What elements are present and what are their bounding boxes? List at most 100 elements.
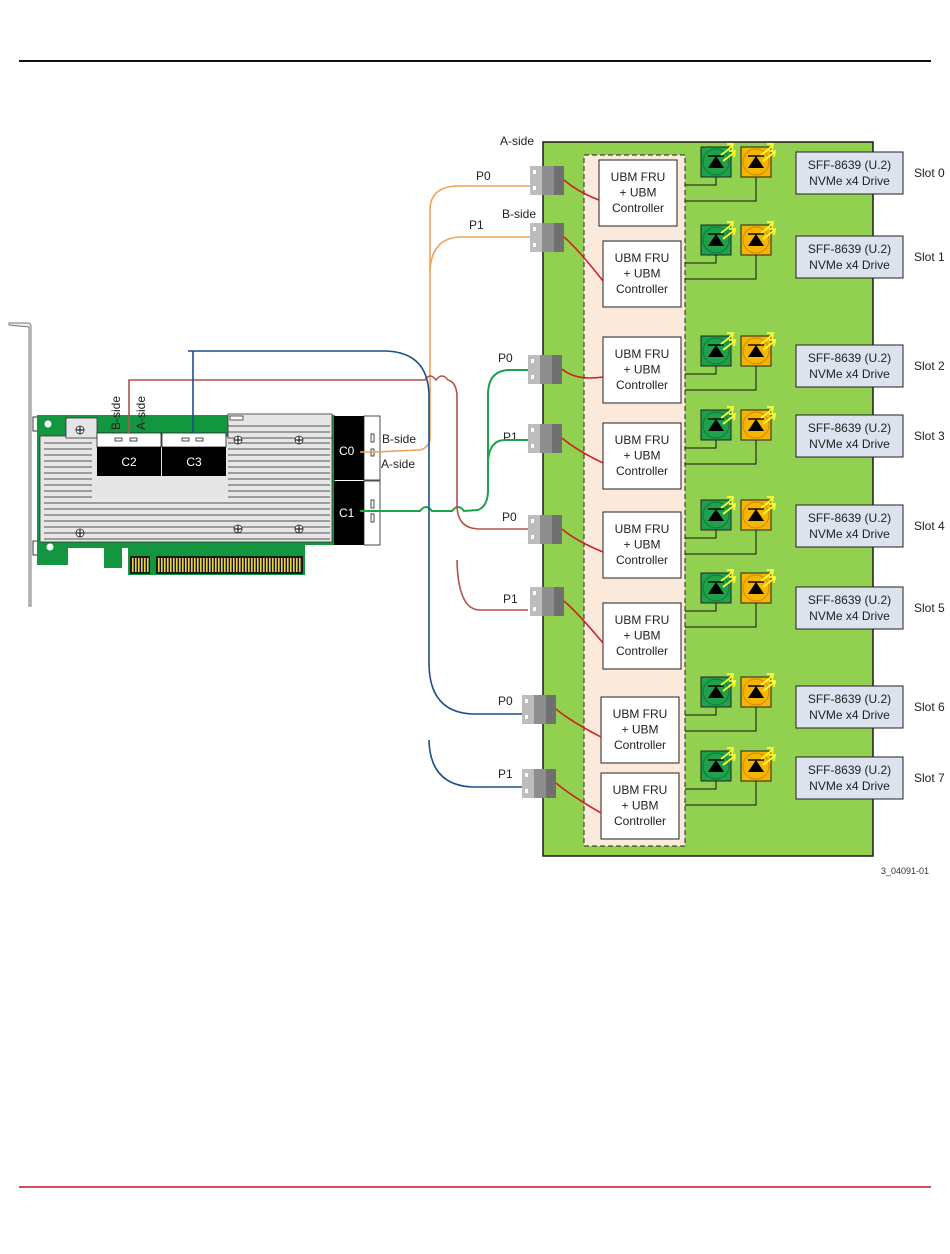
slot-label: Slot 2 bbox=[914, 359, 945, 373]
gold-finger bbox=[147, 558, 149, 572]
mini-sas-hd-port[interactable] bbox=[528, 515, 562, 544]
gold-finger bbox=[284, 558, 286, 572]
gold-finger bbox=[230, 558, 232, 572]
gold-finger bbox=[197, 558, 199, 572]
gold-finger bbox=[290, 558, 292, 572]
led-wire bbox=[685, 530, 717, 539]
mini-sas-hd-port[interactable] bbox=[522, 695, 556, 724]
gold-finger bbox=[293, 558, 295, 572]
gold-finger bbox=[167, 558, 169, 572]
ubm-box-text: Controller bbox=[614, 814, 666, 828]
led-wire bbox=[685, 707, 757, 732]
screw-icon bbox=[233, 524, 243, 534]
drive-model-text: SFF-8639 (U.2) bbox=[808, 511, 891, 525]
ubm-box-text: UBM FRU bbox=[615, 347, 670, 361]
gold-finger bbox=[278, 558, 280, 572]
gold-finger bbox=[233, 558, 235, 572]
gold-finger bbox=[281, 558, 283, 572]
light-emission-icon bbox=[720, 143, 737, 162]
gold-finger bbox=[221, 558, 223, 572]
gold-finger bbox=[170, 558, 172, 572]
light-emission-icon bbox=[720, 496, 737, 515]
led-wire bbox=[685, 440, 757, 465]
connector-c3-label: C3 bbox=[186, 455, 202, 469]
ubm-trace bbox=[563, 179, 600, 201]
nvme-drive-box: SFF-8639 (U.2)NVMe x4 Drive bbox=[795, 235, 904, 279]
gold-finger bbox=[242, 558, 244, 572]
ubm-trace bbox=[563, 600, 604, 644]
cable-red-branch bbox=[456, 559, 528, 611]
ubm-box-text: UBM FRU bbox=[613, 707, 668, 721]
nvme-drive-box: SFF-8639 (U.2)NVMe x4 Drive bbox=[795, 586, 904, 630]
gold-finger bbox=[138, 558, 140, 572]
ubm-trace bbox=[563, 236, 604, 282]
mini-sas-hd-port[interactable] bbox=[528, 355, 562, 384]
light-emission-icon bbox=[760, 569, 777, 588]
led-wire bbox=[685, 781, 757, 806]
drive-model-text: SFF-8639 (U.2) bbox=[808, 692, 891, 706]
light-emission-icon bbox=[720, 747, 737, 766]
nvme-drive-box: SFF-8639 (U.2)NVMe x4 Drive bbox=[795, 151, 904, 195]
cables bbox=[128, 185, 530, 788]
ubm-box-text: Controller bbox=[616, 282, 668, 296]
cable-green-branch bbox=[487, 439, 528, 461]
mini-sas-hd-port[interactable] bbox=[530, 166, 564, 195]
drive-type-text: NVMe x4 Drive bbox=[809, 708, 890, 722]
drive-type-text: NVMe x4 Drive bbox=[809, 367, 890, 381]
nvme-drive-box: SFF-8639 (U.2) NVMe x4 Drive bbox=[795, 685, 904, 729]
nvme-drive-box: SFF-8639 (U.2)NVMe x4 Drive bbox=[795, 414, 904, 458]
led-wire bbox=[685, 255, 757, 280]
nvme-drive-box: SFF-8639 (U.2)NVMe x4 Drive bbox=[795, 756, 904, 800]
slot-label: Slot 6 bbox=[914, 700, 945, 714]
gold-finger bbox=[299, 558, 301, 572]
drive-type-text: NVMe x4 Drive bbox=[809, 437, 890, 451]
slot-label: Slot 3 bbox=[914, 429, 945, 443]
mini-sas-hd-port[interactable] bbox=[530, 223, 564, 252]
cable-orange-branch bbox=[429, 236, 530, 271]
light-emission-icon bbox=[760, 406, 777, 425]
gold-finger bbox=[224, 558, 226, 572]
drive-model-text: SFF-8639 (U.2) bbox=[808, 158, 891, 172]
drive-type-text: NVMe x4 Drive bbox=[809, 258, 890, 272]
gold-finger bbox=[144, 558, 146, 572]
gold-finger bbox=[200, 558, 202, 572]
port-label: P1 bbox=[503, 592, 518, 606]
mini-sas-hd-port[interactable] bbox=[528, 424, 562, 453]
nvme-drive-box: SFF-8639 (U.2)NVMe x4 Drive bbox=[795, 504, 904, 548]
light-emission-icon bbox=[720, 406, 737, 425]
gold-finger bbox=[176, 558, 178, 572]
drive-model-text: SFF-8639 (U.2) bbox=[808, 763, 891, 777]
light-emission-icon bbox=[720, 221, 737, 240]
slot-label: Slot 5 bbox=[914, 601, 945, 615]
mini-sas-hd-port[interactable] bbox=[522, 769, 556, 798]
led-wire bbox=[685, 255, 717, 264]
led-wire bbox=[685, 440, 717, 449]
gold-finger bbox=[260, 558, 262, 572]
nvme-drive-box: SFF-8639 (U.2)NVMe x4 Drive bbox=[795, 344, 904, 388]
backplane-b-side-label: B-side bbox=[502, 207, 536, 221]
gold-finger bbox=[188, 558, 190, 572]
gold-finger bbox=[275, 558, 277, 572]
led-wire bbox=[685, 177, 717, 186]
light-emission-icon bbox=[720, 569, 737, 588]
c0-a-side-label: A-side bbox=[381, 457, 415, 471]
cable-orange bbox=[360, 185, 530, 453]
screw-icon bbox=[233, 435, 243, 445]
led-wire bbox=[685, 603, 757, 628]
ubm-box-text: + UBM bbox=[623, 629, 660, 643]
ubm-trace bbox=[561, 437, 604, 464]
port-label: P0 bbox=[498, 351, 513, 365]
gold-finger bbox=[203, 558, 205, 572]
mini-sas-hd-port[interactable] bbox=[530, 587, 564, 616]
port-label: P0 bbox=[502, 510, 517, 524]
gold-finger bbox=[266, 558, 268, 572]
led-wire bbox=[685, 177, 757, 202]
